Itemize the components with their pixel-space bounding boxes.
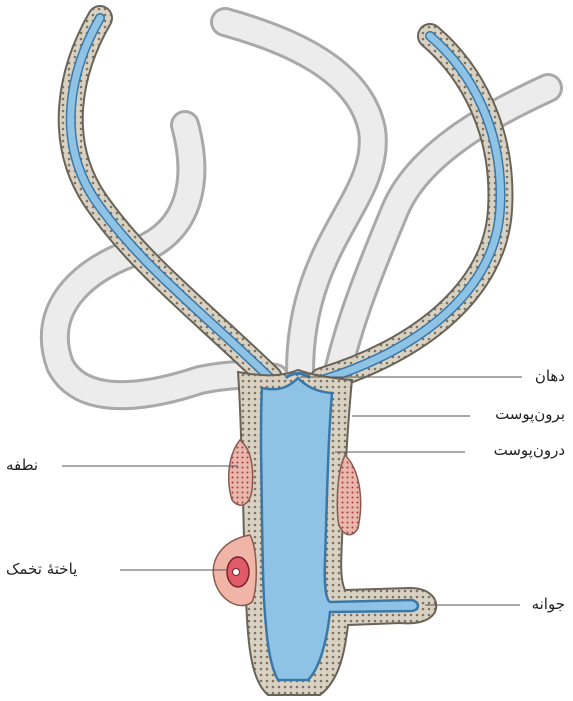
label-endoderm: درون‌پوست [494,441,565,459]
testis-right [337,455,360,535]
label-egg-cell: یاختهٔ تخمک [6,560,77,578]
egg-nucleus [233,569,240,576]
label-ectoderm: برون‌پوست [495,405,565,423]
front-tentacles [71,18,501,380]
label-mouth: دهان [535,367,565,385]
body-column [238,370,436,695]
label-bud: جوانه [532,595,565,613]
label-sperm: نطفه [6,456,38,474]
